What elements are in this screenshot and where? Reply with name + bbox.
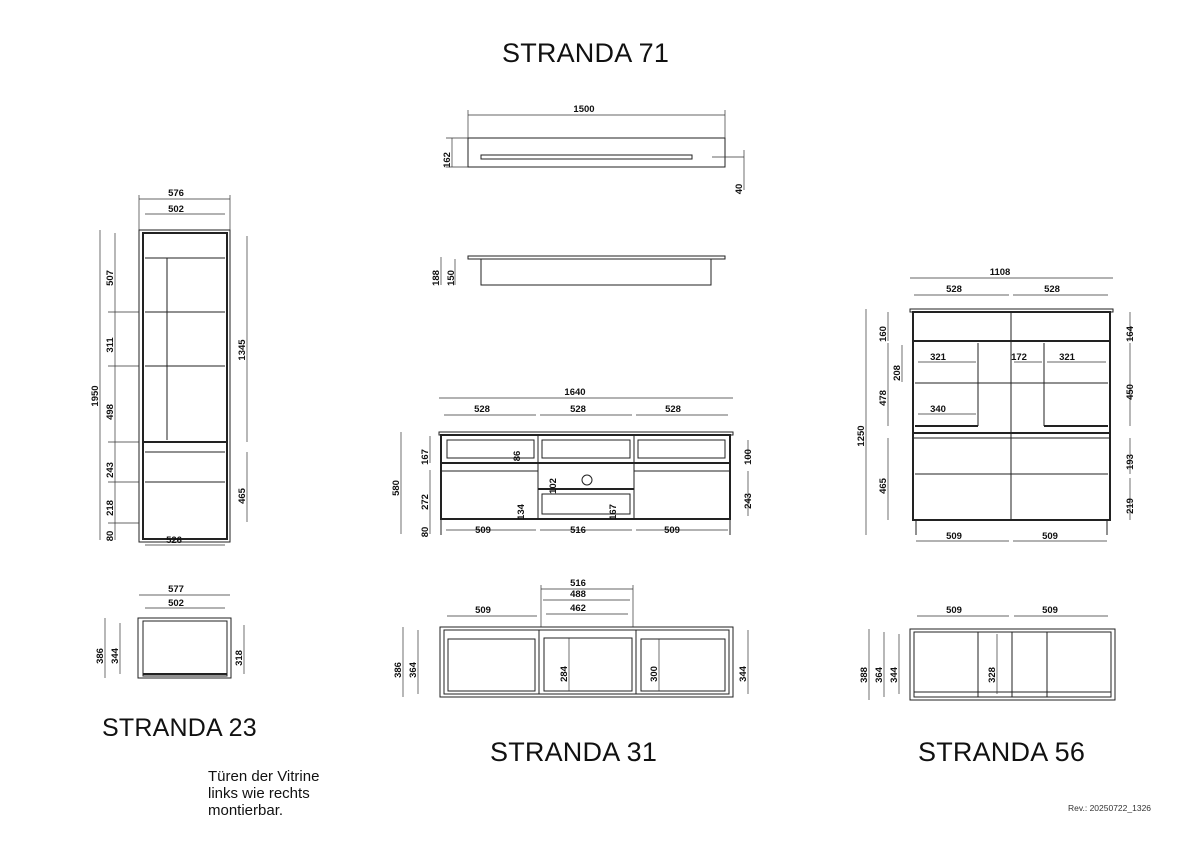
dim-160: 160 — [878, 326, 889, 342]
dim-167: 167 — [420, 449, 431, 465]
dim-502-top: 502 — [168, 598, 184, 609]
wall-shelf-view: 188 150 — [431, 255, 726, 286]
lowboard-top-view: 516 488 462 509 386 364 284 300 344 — [393, 578, 749, 698]
dim-284: 284 — [559, 665, 570, 682]
dim-450: 450 — [1125, 384, 1136, 400]
dim-507: 507 — [105, 270, 116, 286]
dim-219: 219 — [1125, 498, 1136, 514]
dim-528-b: 528 — [570, 404, 586, 415]
dim-1500: 1500 — [573, 104, 594, 115]
dim-344-low: 344 — [738, 665, 749, 682]
dim-1108: 1108 — [990, 267, 1011, 278]
dim-526: 526 — [166, 535, 182, 546]
dim-528-hr: 528 — [1044, 284, 1060, 295]
dim-509-a: 509 — [475, 525, 491, 536]
dim-172: 172 — [1011, 352, 1027, 363]
dim-311: 311 — [105, 337, 116, 353]
lowboard-front-view: 1640 528 528 528 580 167 272 80 86 102 1… — [391, 387, 754, 537]
dim-340: 340 — [930, 404, 946, 415]
dim-321-a: 321 — [930, 352, 947, 363]
dim-100: 100 — [743, 449, 754, 465]
dim-40: 40 — [734, 184, 745, 195]
dim-208: 208 — [892, 365, 903, 381]
dim-509-top: 509 — [475, 605, 491, 616]
dim-498: 498 — [105, 404, 116, 420]
mounting-note: Türen der Vitrine links wie rechts monti… — [208, 768, 320, 819]
dim-528-a: 528 — [474, 404, 490, 415]
dim-386: 386 — [95, 648, 106, 664]
dim-218: 218 — [105, 500, 116, 516]
dim-509-b: 509 — [664, 525, 680, 536]
dim-509-ht-l: 509 — [946, 605, 962, 616]
dim-509-hr: 509 — [1042, 531, 1058, 542]
dim-502: 502 — [168, 204, 184, 215]
dim-516: 516 — [570, 525, 586, 536]
dim-509-hl: 509 — [946, 531, 962, 542]
dim-386-low: 386 — [393, 662, 404, 678]
dim-328: 328 — [987, 667, 998, 683]
dim-300: 300 — [649, 666, 660, 682]
dim-164: 164 — [1125, 325, 1136, 342]
dim-321-b: 321 — [1059, 352, 1076, 363]
dim-272: 272 — [420, 494, 431, 510]
dim-478: 478 — [878, 390, 889, 406]
dim-577: 577 — [168, 584, 184, 595]
dim-516-top: 516 — [570, 578, 586, 589]
dim-364-low: 364 — [408, 661, 419, 678]
dim-462: 462 — [570, 603, 586, 614]
highboard-top-view: 509 509 388 364 344 328 — [859, 605, 1116, 701]
title-stranda-71: STRANDA 71 — [502, 38, 670, 68]
dim-528-c: 528 — [665, 404, 681, 415]
dim-80-low: 80 — [420, 527, 431, 538]
title-stranda-23: STRANDA 23 — [102, 714, 257, 742]
dim-465: 465 — [237, 487, 248, 504]
dim-344-ht: 344 — [889, 666, 900, 683]
dim-364-ht: 364 — [874, 666, 885, 683]
dim-102: 102 — [548, 478, 559, 494]
dim-167-mid: 167 — [608, 504, 619, 520]
title-stranda-56: STRANDA 56 — [918, 737, 1086, 767]
revision-label: Rev.: 20250722_1326 — [1068, 803, 1152, 813]
dim-1640: 1640 — [564, 387, 585, 398]
dim-1345: 1345 — [237, 339, 248, 361]
dim-193: 193 — [1125, 454, 1136, 470]
dim-86: 86 — [512, 451, 523, 462]
dim-188: 188 — [431, 270, 442, 286]
wall-panel-view: 1500 162 40 — [442, 104, 745, 194]
dim-243: 243 — [105, 462, 116, 478]
dim-576: 576 — [168, 188, 184, 199]
dim-1950: 1950 — [90, 385, 101, 406]
dim-488: 488 — [570, 589, 586, 600]
dim-134: 134 — [516, 503, 527, 520]
dim-80: 80 — [105, 531, 116, 542]
dim-1250: 1250 — [856, 425, 867, 446]
dim-528-hl: 528 — [946, 284, 962, 295]
dim-388: 388 — [859, 667, 870, 683]
dim-150: 150 — [446, 270, 457, 286]
dim-580: 580 — [391, 480, 402, 496]
vitrine-front-view: 576 502 1950 507 311 498 243 218 80 1345… — [90, 188, 248, 546]
dim-344: 344 — [110, 647, 121, 664]
title-stranda-31: STRANDA 31 — [490, 737, 658, 767]
dim-465-high: 465 — [878, 477, 889, 494]
vitrine-top-view: 577 502 386 344 318 — [95, 584, 245, 679]
dim-243-low: 243 — [743, 493, 754, 509]
dim-318: 318 — [234, 650, 245, 666]
highboard-front-view: 1108 528 528 1250 160 478 465 208 321 17… — [856, 267, 1136, 542]
dim-509-ht-r: 509 — [1042, 605, 1058, 616]
dim-162: 162 — [442, 152, 453, 168]
